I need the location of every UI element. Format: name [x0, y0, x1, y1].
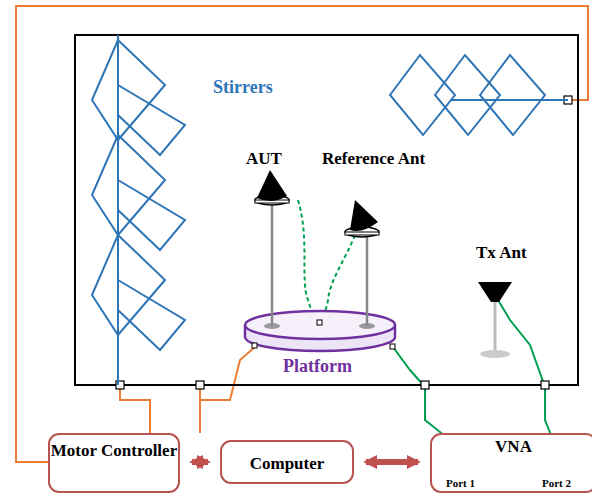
stirrer-label: Stirrers — [213, 78, 273, 98]
process-box: Motor Controller — [48, 433, 180, 493]
box-title: Computer — [222, 454, 352, 473]
bidirectional-arrow — [366, 459, 418, 465]
antenna-label: AUT — [246, 150, 282, 169]
platform-label: Platform — [283, 357, 352, 377]
turntable-platform — [245, 311, 395, 351]
antenna-label: Reference Ant — [322, 150, 425, 169]
box-title: Motor Controller — [50, 441, 178, 460]
horizontal-stirrer — [390, 55, 568, 135]
port-label: Port 2 — [542, 477, 571, 489]
tx-antenna — [478, 282, 512, 358]
antenna-label: Tx Ant — [476, 244, 527, 263]
process-box: Computer — [220, 440, 354, 484]
vertical-stirrer — [92, 35, 185, 385]
aut-antenna — [255, 170, 289, 326]
port-label: Port 1 — [446, 477, 475, 489]
feedthrough — [116, 96, 572, 389]
reference-antenna — [345, 200, 379, 326]
reverberation-chamber — [75, 35, 578, 385]
rf-cable-dashed — [298, 200, 355, 322]
control-wire — [16, 6, 588, 462]
box-title: VNA — [432, 437, 592, 456]
bidirectional-arrow — [192, 459, 208, 465]
process-box: VNA Port 1 Port 2 — [430, 433, 592, 493]
